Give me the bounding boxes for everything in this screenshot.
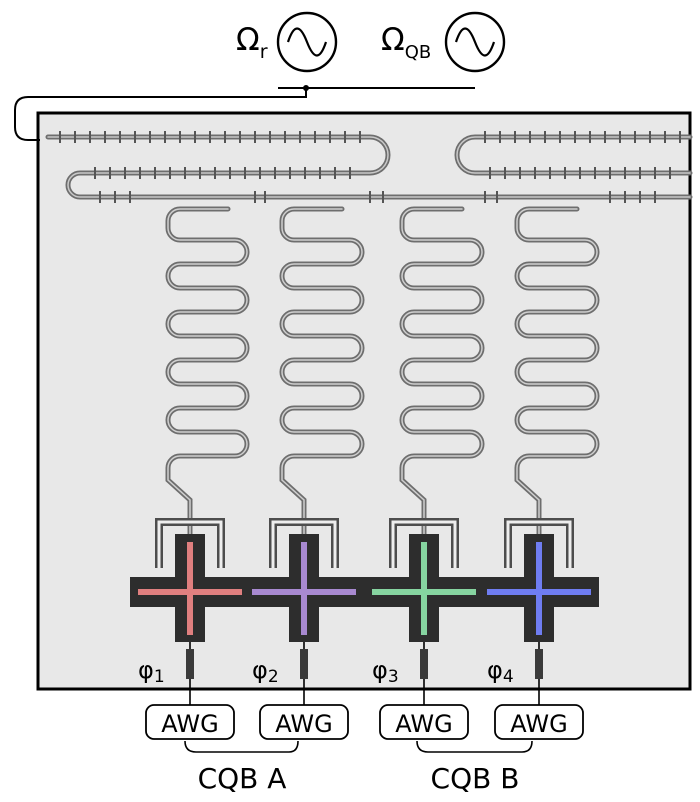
qubit-cross <box>536 542 542 635</box>
flux-line-pad <box>300 649 308 679</box>
awg-label: AWG <box>275 710 332 738</box>
flux-line-pad <box>420 649 428 679</box>
phase-symbol: φ <box>252 656 268 684</box>
airbridge-marks <box>59 131 681 203</box>
qubit-drive-source: ΩQB <box>381 11 506 73</box>
awg-box <box>494 704 584 740</box>
phase-symbol: φ <box>487 656 503 684</box>
group-brackets <box>184 740 533 753</box>
coupling-claw-core <box>271 520 337 568</box>
sine-wave-icon <box>454 27 496 57</box>
phase-label: φ1 <box>138 656 165 687</box>
phase-index: 4 <box>503 667 514 687</box>
awg-label: AWG <box>395 710 452 738</box>
group-bracket-a <box>184 740 299 753</box>
awg-box <box>145 704 235 740</box>
qubit-cross <box>421 542 427 635</box>
qubit-cross <box>187 542 193 635</box>
awg-box <box>379 704 469 740</box>
flux-line-pad <box>535 649 543 679</box>
group-label-b: CQB B <box>431 762 520 795</box>
drive-line <box>14 87 307 141</box>
qubit-drive-source-label: ΩQB <box>381 22 431 63</box>
coupling-claw-core <box>157 520 223 568</box>
awg-label: AWG <box>510 710 567 738</box>
awg-box <box>259 704 349 740</box>
meander-resonators-core <box>167 208 598 536</box>
phase-index: 2 <box>268 667 279 687</box>
phase-label: φ4 <box>487 656 514 687</box>
phase-label: φ2 <box>252 656 279 687</box>
sine-wave-icon <box>286 27 328 57</box>
phase-symbol: φ <box>138 656 154 684</box>
phase-index: 3 <box>388 667 399 687</box>
transmission-line-core <box>47 136 691 198</box>
group-bracket-b <box>416 740 533 753</box>
phase-label: φ3 <box>372 656 399 687</box>
group-label-a: CQB A <box>198 762 287 795</box>
phase-index: 1 <box>154 667 165 687</box>
readout-source: Ωr <box>236 11 338 73</box>
readout-source-label: Ωr <box>236 22 268 63</box>
coupling-claw-core <box>506 520 572 568</box>
flux-line-pad <box>186 649 194 679</box>
phase-symbol: φ <box>372 656 388 684</box>
awg-label: AWG <box>161 710 218 738</box>
coupling-claw-core <box>391 520 457 568</box>
qubit-cross <box>301 542 307 635</box>
